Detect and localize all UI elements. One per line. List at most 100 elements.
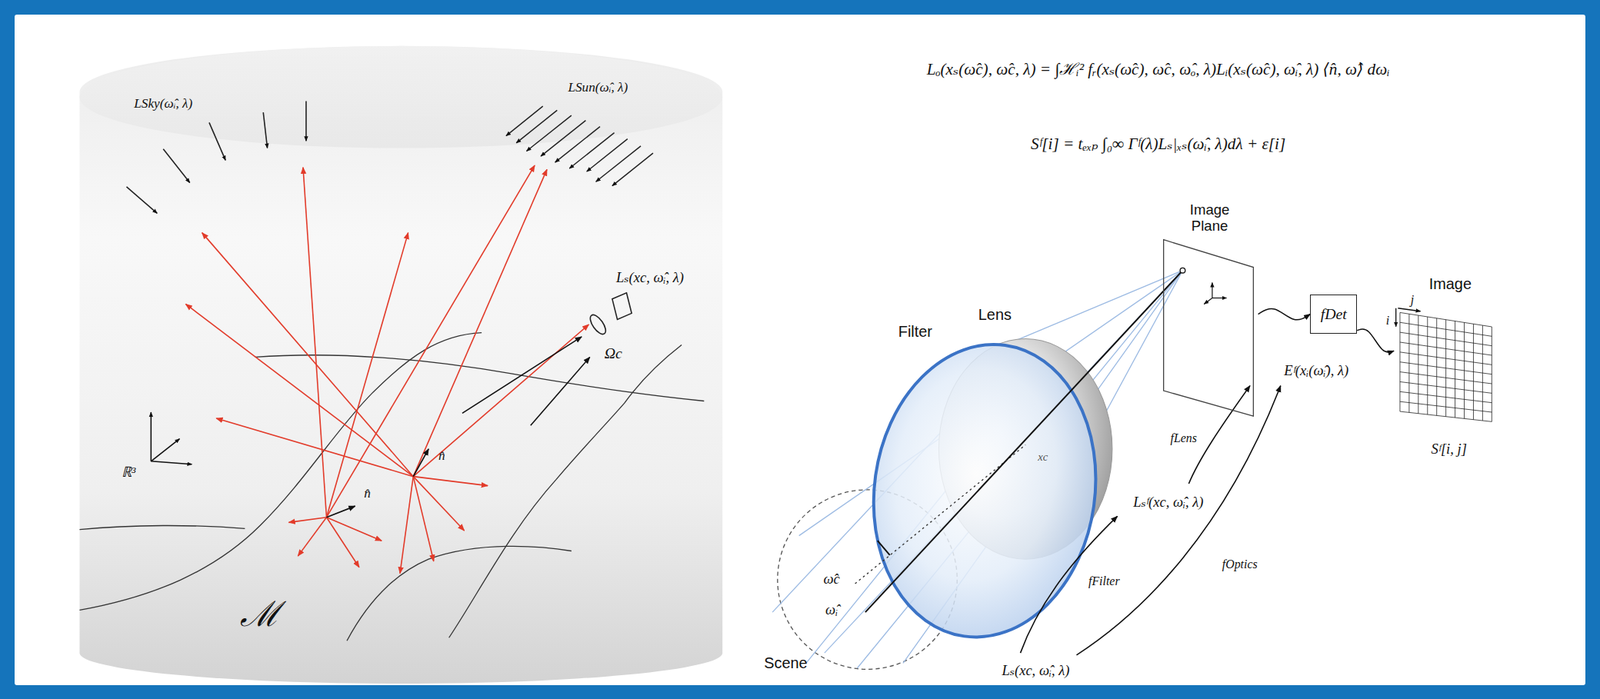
plane-outline [1163,240,1254,417]
sun-ray [526,115,571,151]
reflected-ray [297,517,327,557]
grid-line [1408,313,1410,413]
sun-ray [586,139,628,172]
reflected-ray [288,517,327,524]
flow-arrow [1258,308,1311,320]
reflected-ray [216,418,414,477]
sky-ray [163,149,190,184]
function-label: fFilter [1088,574,1120,589]
direction-label: ω̂c [823,571,840,588]
reflected-ray [413,476,488,487]
part-name: Filter [898,323,933,341]
terrain-contour [79,333,704,642]
filter-disc [855,330,1115,652]
terrain-contour [346,546,572,641]
filter-disc [855,330,1115,652]
sun-ray [506,106,654,186]
part-name: Lens [978,305,1012,324]
camera-icon [587,293,633,337]
pixel-axis [1395,308,1397,327]
light-ray [1005,270,1184,346]
grid-line [1473,323,1474,420]
grid-line [1436,317,1437,416]
reflected-ray [413,476,464,531]
view-direction [865,270,1184,613]
irradiance-label: Eᶠ(xᵢ(ω̂ᵢ), λ) [1283,362,1349,379]
process-arrow [1020,386,1281,656]
sky-ray [305,100,307,141]
manifold-label: ℳ [240,595,280,636]
grid-line [1454,320,1456,417]
reflected-ray [326,517,382,542]
coordinate-axes [150,439,180,462]
sky-ray [126,186,157,214]
part-name: Scene [763,654,807,673]
reflected-ray [185,165,589,574]
sun-ray [596,146,641,182]
reflected-ray [400,476,414,574]
camera-icon [587,312,610,337]
sun-ray [555,126,600,163]
image-point [1180,267,1186,274]
sun-ray [612,153,654,186]
scene-cylinder [79,46,723,684]
reflected-ray [413,324,589,477]
sun-ray [569,133,614,169]
view-direction [855,445,1027,584]
process-arrow [1076,386,1280,656]
reflected-ray [326,233,408,518]
rendering-equation: Lₒ(xₛ(ω̂c), ω̂c, λ) = ∫ℋᵢ² fᵣ(xₛ(ω̂c), ω… [926,60,1390,79]
flow-arrow [1356,329,1394,353]
function-box-label: fDet [1320,305,1347,324]
view-direction [877,540,890,556]
sun-ray [506,106,544,136]
grid-line [1417,315,1419,414]
sensor-equation: Sᶠ[i] = tₑₓₚ ∫₀∞ Γᶠ(λ)Lₛ|ₓₛ(ω̂ᵢ, λ)dλ + … [1030,134,1286,154]
space-label: ℝ³ [121,463,137,480]
sky-ray [209,122,226,160]
pixel-axis [1397,308,1420,312]
grid-line [1426,316,1428,414]
camera-icon [612,293,632,320]
coordinate-axes [150,412,153,462]
coordinate-axes [150,461,192,465]
grid-line [1445,319,1447,417]
part-name: Image [1393,275,1507,294]
view-ray [462,336,590,426]
solid-angle-label: Ωc [604,344,623,363]
grid-line [1491,326,1493,421]
view-ray [530,356,590,426]
sensor-radiance-label: Lₛ(xc, ω̂ᵢ, λ) [616,269,684,286]
reflected-ray [326,165,535,518]
coordinate-axes [150,412,192,465]
view-ray [462,336,582,414]
reflected-ray [185,303,414,477]
image-point [1180,267,1186,274]
light-ray [772,270,1183,669]
normal-label: n̂ [438,448,446,464]
sky-ray [263,112,267,148]
grid-line [1463,322,1465,419]
function-label: fOptics [1222,556,1258,571]
terrain-contour [449,345,682,639]
axis-label: j [1410,293,1414,307]
part-name: Image Plane [1173,201,1246,235]
center-label: xc [1037,450,1048,464]
terrain-contour [79,525,245,530]
reflected-ray [413,476,434,562]
grid-line [1482,325,1484,421]
sun-radiance-label: LSun(ω̂ᵢ, λ) [567,80,628,96]
terrain-contour [79,333,482,611]
reflected-ray [303,167,327,518]
plane-axes [1212,297,1227,299]
filtered-radiance-label: Lₛᶠ(xc, ω̂ᵢ, λ) [1133,493,1204,510]
plane-axes [1211,283,1213,299]
axis-label: i [1386,313,1390,327]
light-ray [824,270,1184,654]
pixel-axis [1396,308,1421,327]
reflected-ray [202,233,414,477]
